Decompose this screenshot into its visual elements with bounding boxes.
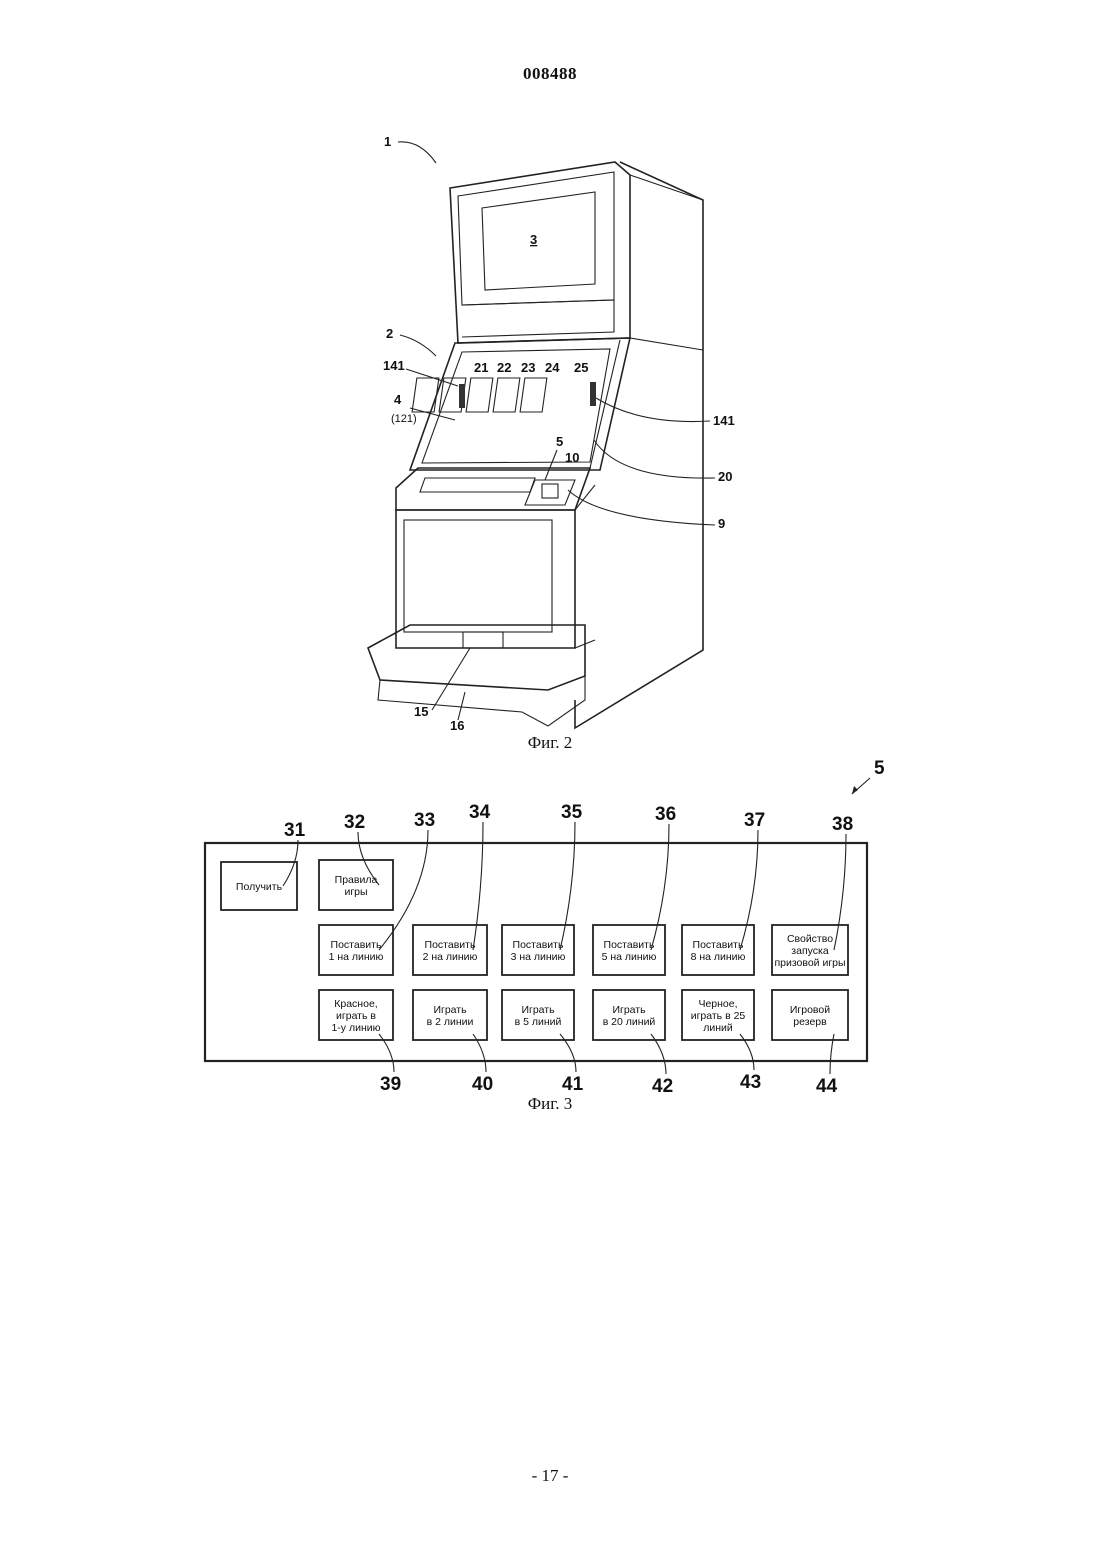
button-ref-number: 41 [562,1074,584,1095]
figure-2-caption: Фиг. 2 [0,733,1100,753]
button-label-line: 8 на линию [691,951,746,963]
panel-button-33[interactable]: Поставить1 на линию 33 [319,810,435,975]
page-number: - 17 - [0,1466,1100,1486]
button-ref-number: 40 [472,1074,493,1095]
top-display-3 [482,192,595,290]
button-ref-number: 31 [284,820,306,841]
reel-21 [412,378,439,412]
panel-button-32[interactable]: Правилаигры 32 [319,812,393,910]
svg-text:16: 16 [450,718,464,733]
button-label-line: играть в [336,1010,376,1022]
button-label-line: линий [703,1022,733,1034]
figure-2-drawing: 1 2 3 4 (121) 141 141 21 22 23 24 25 5 1… [0,0,1100,760]
svg-text:1: 1 [384,134,391,149]
button-label-line: 2 на линию [423,951,478,963]
label-3: 3 [530,232,537,247]
button-label-line: 1-у линию [331,1022,380,1034]
svg-text:20: 20 [718,469,732,484]
panel-button-43[interactable]: Черное,играть в 25линий 43 [682,990,761,1093]
lower-box [396,510,575,648]
button-ref-number: 38 [832,814,853,835]
leader-line [283,840,298,886]
control-panel [396,468,590,510]
svg-text:24: 24 [545,360,560,375]
button-ref-number: 32 [344,812,365,833]
leader-line [560,822,575,950]
panel-button-31[interactable]: Получить 31 [221,820,306,910]
coin-outlet-15 [463,632,503,648]
leader-line [379,830,428,950]
panel-button-37[interactable]: Поставить8 на линию 37 [682,810,765,975]
panel-button-36[interactable]: Поставить5 на линию 36 [593,804,676,975]
button-label-line: Играть [521,1004,555,1016]
button-label-line: Получить [236,881,283,893]
leader-line [473,822,483,950]
svg-text:22: 22 [497,360,511,375]
svg-text:141: 141 [383,358,405,373]
svg-text:15: 15 [414,704,428,719]
button-label-line: Поставить [604,939,655,951]
top-box [450,162,630,343]
button-label-line: 1 на линию [329,951,384,963]
button-ref-number: 39 [380,1074,401,1095]
coin-tray [368,625,585,690]
figure-3-caption: Фиг. 3 [0,1094,1100,1114]
panel-button-41[interactable]: Игратьв 5 линий 41 [502,990,584,1095]
button-label-line: Игровой [790,1004,830,1016]
panel-button-35[interactable]: Поставить3 на линию 35 [502,802,583,975]
button-label-line: 3 на линию [511,951,566,963]
button-label-line: призовой игры [774,957,845,969]
svg-text:(121): (121) [391,413,417,425]
svg-text:21: 21 [474,360,488,375]
button-ref-number: 35 [561,802,583,823]
button-ref-number: 33 [414,810,435,831]
figure-3-drawing: 5 Получить31Правилаигры32Поставить1 на л… [0,760,1100,1120]
panel-button-39[interactable]: Красное,играть в1-у линию 39 [319,990,401,1095]
button-label-line: играть в 25 [691,1010,746,1022]
button-label-line: запуска [791,945,829,957]
button-label-line: Играть [433,1004,467,1016]
svg-text:23: 23 [521,360,535,375]
button-label-line: в 20 линий [603,1016,656,1028]
svg-text:10: 10 [565,450,579,465]
button-ref-number: 43 [740,1072,761,1093]
button-label-line: Играть [612,1004,646,1016]
button-label-line: в 5 линий [515,1016,562,1028]
button-label-line: Красное, [334,998,377,1010]
lamp-141-left [459,384,465,408]
button-ref-number: 36 [655,804,676,825]
leader-line [834,834,846,950]
reel-25 [520,378,547,412]
svg-text:2: 2 [386,326,393,341]
svg-text:141: 141 [713,413,735,428]
reel-23 [466,378,493,412]
cabinet-side-panel [575,162,703,728]
button-label-line: игры [344,886,367,898]
svg-text:9: 9 [718,516,725,531]
panel-button-42[interactable]: Игратьв 20 линий42 [593,990,673,1097]
button-label-line: в 2 линии [427,1016,474,1028]
lamp-141-right [590,382,596,406]
button-label-line: Поставить [513,939,564,951]
svg-text:4: 4 [394,392,402,407]
svg-text:5: 5 [556,434,563,449]
button-label-line: Поставить [425,939,476,951]
button-label-line: Свойство [787,933,833,945]
button-label-line: Поставить [331,939,382,951]
button-label-line: 5 на линию [602,951,657,963]
svg-text:25: 25 [574,360,588,375]
panel-button-38[interactable]: Свойствозапускапризовой игры 38 [772,814,853,975]
leader-line [740,830,758,950]
button-label-line: Черное, [698,998,737,1010]
panel-button-40[interactable]: Игратьв 2 линии 40 [413,990,493,1095]
svg-text:5: 5 [874,760,885,779]
button-ref-number: 34 [469,802,491,823]
button-ref-number: 37 [744,810,765,831]
panel-button-44[interactable]: Игровойрезерв44 [772,990,848,1097]
button-label-line: Правила [335,874,378,886]
button-label-line: резерв [793,1016,827,1028]
button-label-line: Поставить [693,939,744,951]
reel-24 [493,378,520,412]
